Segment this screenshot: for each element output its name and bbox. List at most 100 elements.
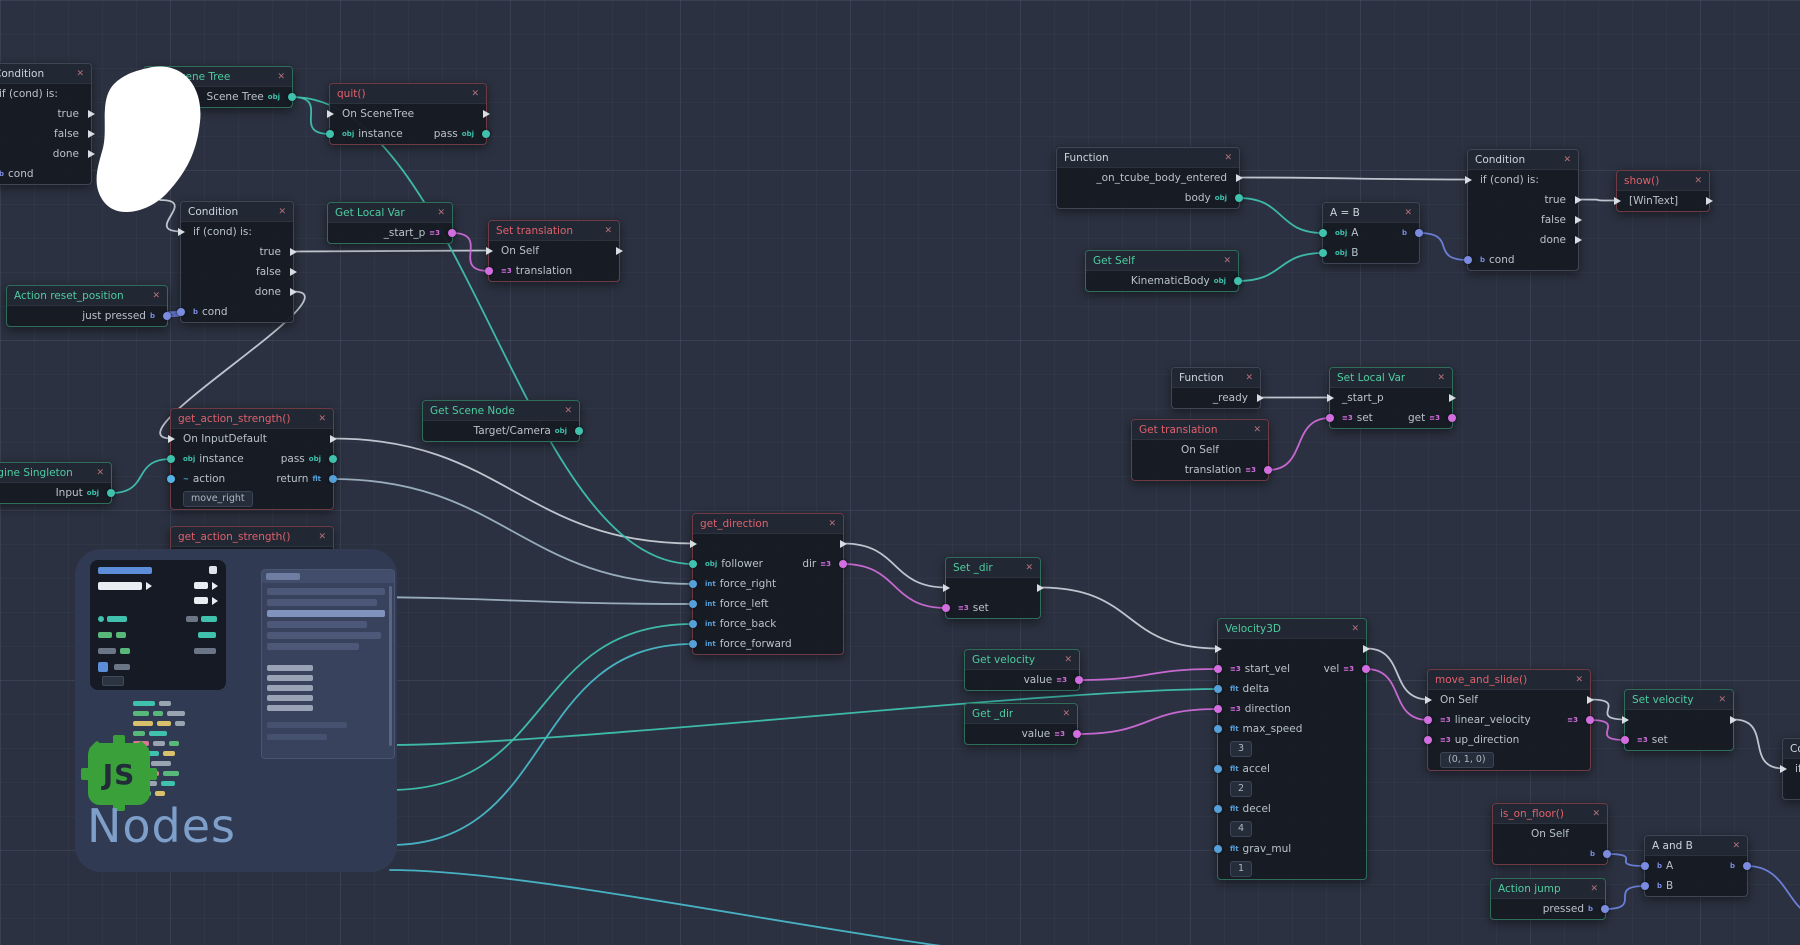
exec-port[interactable]: [88, 129, 95, 138]
close-node-icon[interactable]: ✕: [1062, 708, 1070, 719]
node-titlebar[interactable]: Set velocity✕: [1625, 690, 1733, 710]
data-port-v3[interactable]: [1214, 665, 1222, 673]
data-port-flt[interactable]: [1214, 725, 1222, 733]
close-node-icon[interactable]: ✕: [1563, 154, 1571, 165]
data-port-obj[interactable]: [1235, 194, 1243, 202]
exec-port[interactable]: [168, 434, 175, 443]
node-titlebar[interactable]: is_on_floor()✕: [1493, 804, 1607, 824]
close-node-icon[interactable]: ✕: [1694, 175, 1702, 186]
exec-port[interactable]: [1215, 644, 1222, 653]
data-port-obj[interactable]: [167, 455, 175, 463]
exec-port[interactable]: [1037, 583, 1044, 592]
exec-port[interactable]: [1575, 195, 1582, 204]
close-node-icon[interactable]: ✕: [318, 413, 326, 424]
data-port-v3[interactable]: [942, 604, 950, 612]
close-node-icon[interactable]: ✕: [1064, 654, 1072, 665]
node-titlebar[interactable]: Get velocity✕: [965, 650, 1079, 670]
value-field[interactable]: 2: [1230, 781, 1253, 797]
data-port-obj[interactable]: [689, 560, 697, 568]
exec-port[interactable]: [943, 583, 950, 592]
data-port-v3[interactable]: [485, 267, 493, 275]
exec-port[interactable]: [1575, 215, 1582, 224]
data-port-int[interactable]: [689, 620, 697, 628]
node-titlebar[interactable]: Condition✕: [1468, 150, 1578, 170]
data-port-v3[interactable]: [1448, 414, 1456, 422]
exec-port[interactable]: [1449, 393, 1456, 402]
exec-port[interactable]: [1575, 235, 1582, 244]
data-port-v3[interactable]: [1362, 665, 1370, 673]
close-node-icon[interactable]: ✕: [1245, 372, 1253, 383]
close-node-icon[interactable]: ✕: [76, 68, 84, 79]
data-port-v3[interactable]: [1326, 414, 1334, 422]
node-show[interactable]: show()✕[WinText]: [1614, 170, 1713, 212]
node-titlebar[interactable]: show()✕: [1617, 171, 1709, 191]
close-node-icon[interactable]: ✕: [1718, 694, 1726, 705]
node-titlebar[interactable]: get_action_strength()✕: [171, 527, 333, 547]
data-port-int[interactable]: [689, 640, 697, 648]
node-titlebar[interactable]: Action reset_position✕: [7, 286, 167, 306]
node-titlebar[interactable]: Get translation✕: [1132, 420, 1268, 440]
node-titlebar[interactable]: Action jump✕: [1491, 879, 1605, 899]
exec-port[interactable]: [1465, 175, 1472, 184]
close-node-icon[interactable]: ✕: [1351, 623, 1359, 634]
node-titlebar[interactable]: Engine Singleton✕: [0, 463, 111, 483]
exec-port[interactable]: [486, 246, 493, 255]
data-port-v3[interactable]: [839, 560, 847, 568]
exec-port[interactable]: [88, 149, 95, 158]
exec-port[interactable]: [1236, 173, 1243, 182]
data-port-v3[interactable]: [1621, 736, 1629, 744]
node-titlebar[interactable]: get_action_strength()✕: [171, 409, 333, 429]
data-port-obj[interactable]: [288, 93, 296, 101]
node-glv[interactable]: Get Local Var✕_start_p≡3: [327, 202, 456, 244]
close-node-icon[interactable]: ✕: [471, 88, 479, 99]
close-node-icon[interactable]: ✕: [277, 71, 285, 82]
exec-port[interactable]: [1327, 393, 1334, 402]
node-titlebar[interactable]: Get Local Var✕: [328, 203, 452, 223]
node-titlebar[interactable]: Get Scene Tree✕: [144, 67, 292, 87]
value-field[interactable]: move_right: [183, 491, 253, 507]
data-port-v3[interactable]: [1214, 705, 1222, 713]
exec-port[interactable]: [690, 539, 697, 548]
data-port-obj[interactable]: [107, 489, 115, 497]
value-field[interactable]: 4: [1230, 821, 1253, 837]
close-node-icon[interactable]: ✕: [1404, 207, 1412, 218]
node-titlebar[interactable]: Function✕: [1172, 368, 1260, 388]
node-cond1[interactable]: Condition✕if (cond) is:truefalsedonebcon…: [0, 63, 95, 185]
close-node-icon[interactable]: ✕: [278, 206, 286, 217]
exec-port[interactable]: [290, 247, 297, 256]
data-port-bool[interactable]: [1641, 882, 1649, 890]
close-node-icon[interactable]: ✕: [1224, 152, 1232, 163]
data-port-v3[interactable]: [1075, 676, 1083, 684]
node-titlebar[interactable]: A = B✕: [1323, 203, 1419, 223]
node-getvel[interactable]: Get velocity✕value≡3: [964, 649, 1083, 691]
data-port-obj[interactable]: [1319, 249, 1327, 257]
node-titlebar[interactable]: quit()✕: [330, 84, 486, 104]
data-port-obj[interactable]: [575, 427, 583, 435]
close-node-icon[interactable]: ✕: [318, 531, 326, 542]
exec-port[interactable]: [178, 227, 185, 236]
node-partial[interactable]: Condition✕if (cond) is:true: [1780, 738, 1800, 800]
exec-port[interactable]: [1614, 196, 1621, 205]
data-port-bool[interactable]: [1641, 862, 1649, 870]
data-port-bool[interactable]: [1603, 850, 1611, 858]
data-port-flt[interactable]: [329, 475, 337, 483]
data-port-obj[interactable]: [326, 130, 334, 138]
node-titlebar[interactable]: Condition✕: [0, 64, 91, 84]
data-port-bool[interactable]: [177, 308, 185, 316]
close-node-icon[interactable]: ✕: [1437, 372, 1445, 383]
data-port-obj[interactable]: [1319, 229, 1327, 237]
